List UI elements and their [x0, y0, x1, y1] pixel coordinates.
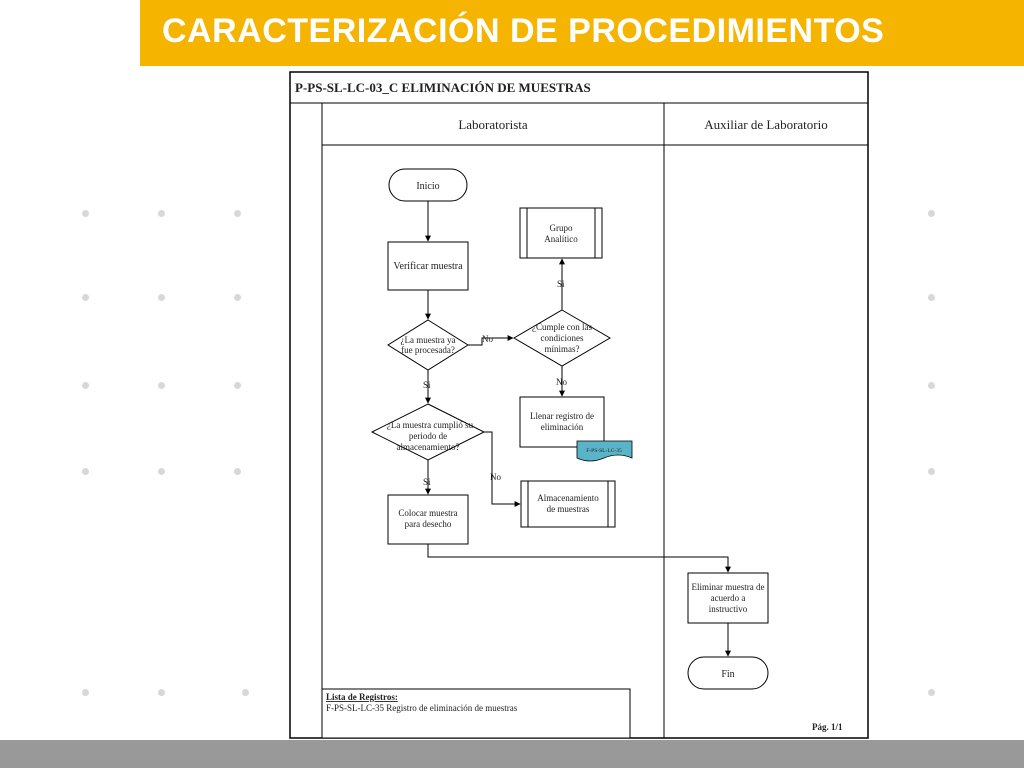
- decision-period-line3: almacenamiento?: [397, 442, 460, 452]
- label-si-up: Si: [557, 279, 565, 289]
- dot: [928, 294, 935, 301]
- registros-item: F-PS-SL-LC-35 Registro de eliminación de…: [326, 703, 518, 713]
- grupo-analitico-process: [519, 207, 603, 259]
- decision-conditions-line2: condiciones: [541, 333, 584, 343]
- colocar-line2: para desecho: [405, 519, 452, 529]
- dot: [928, 689, 935, 696]
- arrow: [484, 431, 521, 507]
- dot: [158, 210, 165, 217]
- eliminar-line1: Eliminar muestra de: [692, 582, 765, 592]
- arrow: [468, 335, 514, 346]
- registros-box: [321, 688, 631, 739]
- doc-code: F-PS-SL-LC-35: [586, 448, 622, 454]
- dot: [928, 210, 935, 217]
- llenar-line2: eliminación: [541, 422, 584, 432]
- registros-title: Lista de Registros:: [326, 692, 398, 702]
- dot: [82, 382, 89, 389]
- end-terminal: [687, 656, 769, 690]
- dot: [158, 382, 165, 389]
- label-si-1: Si: [423, 380, 431, 390]
- document-icon: [576, 440, 633, 462]
- decision-conditions-line3: mínimas?: [545, 344, 580, 354]
- grupo-line1: Grupo: [550, 223, 573, 233]
- decision-conditions-line1: ¿Cumple con las: [532, 322, 592, 332]
- colocar-line1: Colocar muestra: [398, 508, 457, 518]
- dot: [158, 468, 165, 475]
- dot: [234, 468, 241, 475]
- decision-period-line1: ¿La muestra cumplió su: [387, 420, 474, 430]
- dot: [928, 468, 935, 475]
- eliminar-line3: instructivo: [709, 604, 748, 614]
- banner-title: CARACTERIZACIÓN DE PROCEDIMIENTOS: [162, 12, 885, 50]
- llenar-registro-process: [519, 396, 605, 448]
- dot: [82, 294, 89, 301]
- dot: [928, 382, 935, 389]
- connectors: [425, 201, 731, 657]
- lane-auxiliar: Auxiliar de Laboratorio: [704, 117, 827, 132]
- llenar-line1: Llenar registro de: [530, 411, 594, 421]
- colocar-process: [387, 494, 469, 545]
- dot: [242, 689, 249, 696]
- dot: [82, 468, 89, 475]
- lane-laboratorista: Laboratorista: [458, 117, 528, 132]
- end-label: Fin: [721, 669, 734, 680]
- arrow: [427, 544, 731, 573]
- label-si-2: Si: [423, 477, 431, 487]
- footer-bar: [0, 740, 1024, 768]
- dot: [82, 210, 89, 217]
- start-label: Inicio: [416, 181, 439, 192]
- decision-processed-line2: fue procesada?: [401, 345, 455, 355]
- almacenamiento-line2: de muestras: [547, 504, 590, 514]
- page-number: Pág. 1/1: [812, 722, 843, 732]
- decision-period-line2: periodo de: [409, 431, 447, 441]
- dot: [158, 689, 165, 696]
- eliminar-line2: acuerdo a: [711, 593, 746, 603]
- diagram-title: P-PS-SL-LC-03_C ELIMINACIÓN DE MUESTRAS: [295, 80, 591, 95]
- verify-process: [387, 241, 469, 291]
- label-no-2: No: [490, 472, 501, 482]
- label-no-1: No: [482, 334, 493, 344]
- dot: [234, 382, 241, 389]
- dot: [158, 294, 165, 301]
- decision-processed-line1: ¿La muestra ya: [401, 335, 456, 345]
- almacenamiento-line1: Almacenamiento: [537, 493, 599, 503]
- label-no-down: No: [556, 377, 567, 387]
- dot: [82, 689, 89, 696]
- verify-label: Verificar muestra: [393, 261, 463, 272]
- dot: [234, 294, 241, 301]
- dot: [234, 210, 241, 217]
- almacenamiento-process: [520, 480, 616, 528]
- eliminar-process: [687, 572, 769, 624]
- grupo-line2: Analítico: [544, 234, 578, 244]
- title-banner: CARACTERIZACIÓN DE PROCEDIMIENTOS: [140, 0, 1024, 66]
